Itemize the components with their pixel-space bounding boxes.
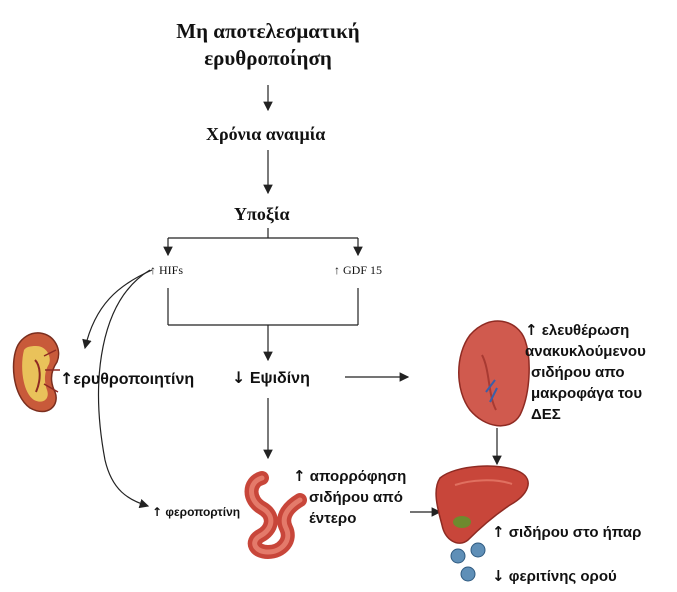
down-arrow-icon: ↓ <box>492 567 505 585</box>
up-arrow-icon: ↑ <box>150 263 156 277</box>
node-serum-ferritin: ↓ φεριτίνης ορού <box>492 566 617 587</box>
up-arrow-icon: ↑ <box>152 505 162 519</box>
node-liver-iron: ↑ σιδήρου στο ήπαρ <box>492 522 641 543</box>
node-chronic-anemia: Χρόνια αναιμία <box>206 124 325 145</box>
node-absorption: ↑ απορρόφηση σιδήρου από έντερο <box>293 466 406 529</box>
up-arrow-icon: ↑ <box>60 369 73 388</box>
node-macrophage-release: ↑ ελευθέρωση ανακυκλούμενου σιδήρου απο … <box>525 320 646 425</box>
spleen-illustration <box>459 321 529 426</box>
title-line-1: Μη αποτελεσματική <box>140 18 396 45</box>
node-hypoxia: Υποξία <box>234 204 290 225</box>
node-hifs: ↑ HIFs <box>150 263 183 278</box>
page-title: Μη αποτελεσματική ερυθροποίηση <box>140 18 396 72</box>
up-arrow-icon: ↑ <box>334 263 340 277</box>
arrow-hifs-to-kidney <box>85 270 152 348</box>
kidney-illustration <box>14 333 60 412</box>
up-arrow-icon: ↑ <box>293 467 306 485</box>
node-erythropoietin: ↑ερυθροποιητίνη <box>60 369 194 389</box>
up-arrow-icon: ↑ <box>492 523 505 541</box>
ferritin-molecules <box>451 543 485 581</box>
title-line-2: ερυθροποίηση <box>140 45 396 72</box>
node-gdf15: ↑ GDF 15 <box>334 263 382 278</box>
up-arrow-icon: ↑ <box>525 321 538 339</box>
node-hepcidin: ↓ Εψιδίνη <box>232 368 310 388</box>
down-arrow-icon: ↓ <box>232 368 245 387</box>
node-ferroportin: ↑ φεροπορτίνη <box>152 505 240 519</box>
